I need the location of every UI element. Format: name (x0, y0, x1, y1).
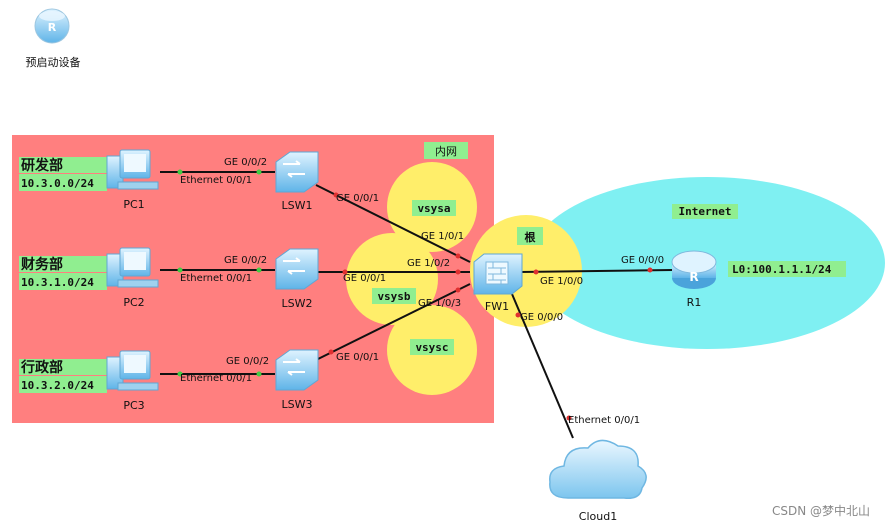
watermark: CSDN @梦中北山 (772, 503, 870, 518)
port-fw-lsw2: GE 1/0/2 (407, 258, 450, 269)
intranet-label: 内网 (435, 144, 457, 158)
pc1-label: PC1 (123, 198, 144, 211)
port-fw-lsw1: GE 1/0/1 (421, 231, 464, 242)
port-cloud: Ethernet 0/0/1 (568, 415, 640, 426)
port-lsw2-up: GE 0/0/1 (343, 273, 386, 284)
r1-loopback-bg (728, 261, 846, 277)
port-pc3-eth: Ethernet 0/0/1 (180, 373, 252, 384)
cloud1-label: Cloud1 (579, 510, 617, 523)
port-lsw3-pc: GE 0/0/2 (226, 356, 269, 367)
dept-admin-subnet-bg (19, 376, 107, 393)
lsw2-switch-icon[interactable] (275, 248, 319, 290)
pc3-label: PC3 (123, 399, 144, 412)
dept-finance-subnet-bg (19, 273, 107, 290)
r1-router-icon[interactable]: R (671, 250, 717, 289)
root-label-bg (517, 227, 543, 245)
internet-label-bg (672, 204, 738, 219)
link-lsw3-fw1 (317, 283, 471, 360)
vsysb-label-bg (372, 288, 416, 304)
fw1-label: FW1 (485, 300, 509, 313)
predevice-router-icon: R (34, 8, 70, 44)
port-pc2-eth: Ethernet 0/0/1 (180, 273, 252, 284)
port-lsw1-up: GE 0/0/1 (336, 193, 379, 204)
pc2-icon[interactable] (106, 247, 159, 288)
port-fw-lsw3: GE 1/0/3 (418, 298, 461, 309)
dept-admin-name: 行政部 (20, 359, 63, 376)
root-label: 根 (525, 230, 537, 244)
link-lsw1-fw1 (315, 184, 471, 263)
r1-loopback: L0:100.1.1.1/24 (732, 263, 832, 276)
vsysa-label: vsysa (417, 202, 450, 215)
port-lsw3-up: GE 0/0/1 (336, 352, 379, 363)
pc2-label: PC2 (123, 296, 144, 309)
link-fw1-r1 (519, 269, 673, 273)
predevice-label: 预启动设备 (26, 55, 81, 69)
lsw1-label: LSW1 (282, 199, 313, 212)
svg-text:R: R (689, 270, 698, 284)
lsw3-label: LSW3 (282, 398, 313, 411)
dept-admin-name-bg (19, 359, 107, 375)
dept-rd-name: 研发部 (21, 157, 63, 174)
port-dots (177, 169, 653, 421)
lsw1-switch-icon[interactable] (275, 151, 319, 193)
pc3-icon[interactable] (106, 350, 159, 391)
port-fw-r1: GE 1/0/0 (540, 276, 583, 287)
port-lsw2-pc: GE 0/0/2 (224, 255, 267, 266)
intranet-label-bg (424, 142, 468, 159)
link-fw1-cloud1 (511, 293, 574, 439)
dept-rd-subnet-bg (19, 174, 107, 191)
lsw3-switch-icon[interactable] (275, 349, 319, 391)
pc1-icon[interactable] (106, 149, 159, 190)
vsysa-label-bg (412, 200, 456, 216)
dept-rd-name-bg (19, 157, 107, 173)
cloud1-icon[interactable] (549, 439, 647, 500)
r1-label: R1 (687, 296, 702, 309)
svg-text:R: R (48, 21, 57, 34)
port-lsw1-pc: GE 0/0/2 (224, 157, 267, 168)
vsysb-label: vsysb (377, 290, 410, 303)
dept-admin-subnet: 10.3.2.0/24 (21, 379, 94, 392)
dept-finance-name: 财务部 (20, 256, 63, 273)
internet-label: Internet (679, 205, 732, 218)
vsysc-label-bg (410, 339, 454, 355)
vsysc-label: vsysc (415, 341, 448, 354)
port-r1: GE 0/0/0 (621, 255, 664, 266)
fw1-firewall-icon[interactable] (473, 253, 523, 295)
lsw2-label: LSW2 (282, 297, 313, 310)
dept-finance-name-bg (19, 256, 107, 272)
dept-finance-subnet: 10.3.1.0/24 (21, 276, 94, 289)
port-fw-cloud: GE 0/0/0 (520, 312, 563, 323)
port-pc1-eth: Ethernet 0/0/1 (180, 175, 252, 186)
dept-rd-subnet: 10.3.0.0/24 (21, 177, 94, 190)
